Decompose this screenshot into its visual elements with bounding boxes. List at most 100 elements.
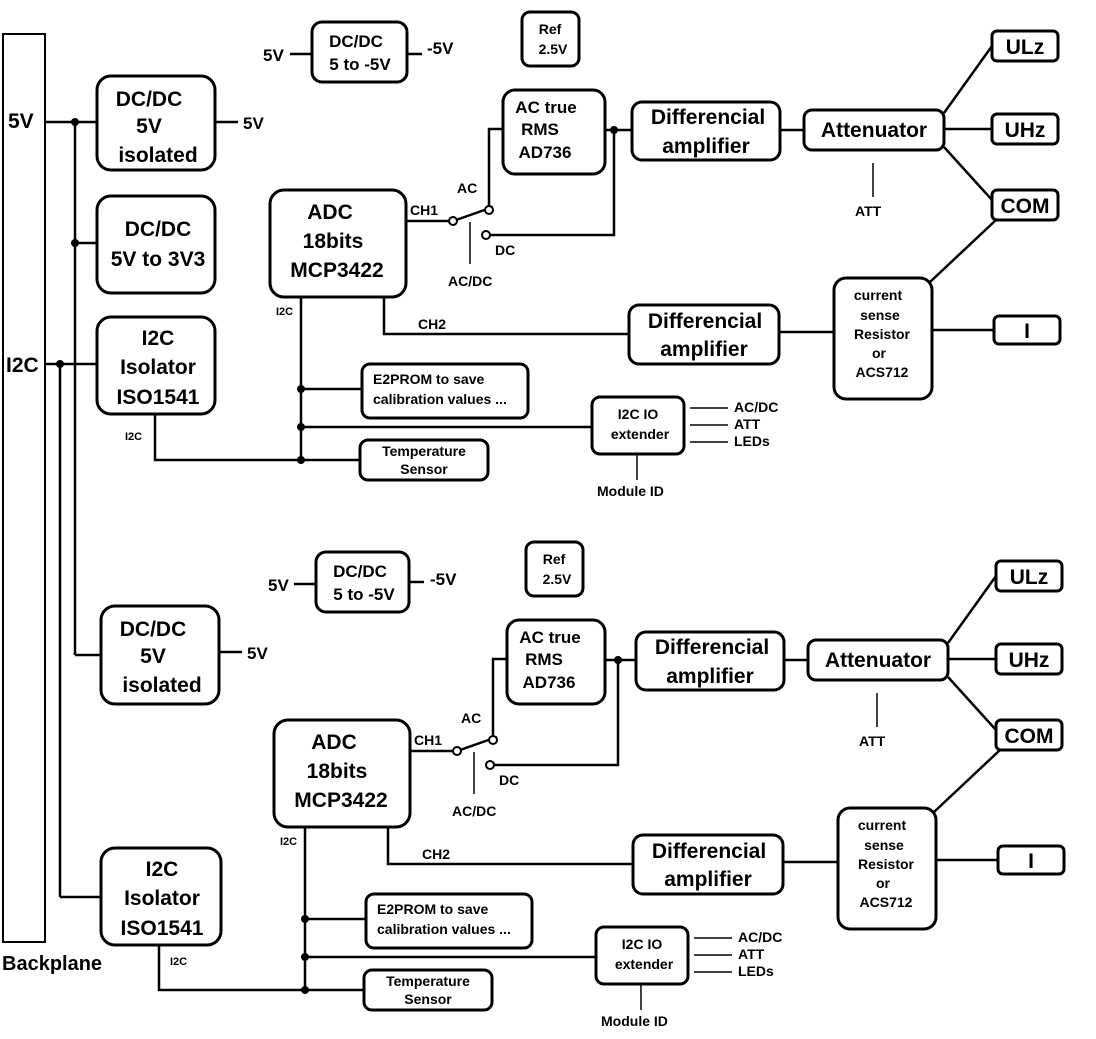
top-adc-box bbox=[268, 188, 408, 299]
top-io-out-leds: LEDs bbox=[734, 433, 770, 449]
bottom-rms-line2: RMS bbox=[525, 650, 563, 669]
bottom-sense-line3: Resistor bbox=[858, 856, 915, 872]
bottom-rms-box bbox=[505, 618, 607, 706]
top-com-label: COM bbox=[1001, 195, 1050, 218]
top-e2prom-box bbox=[360, 362, 530, 420]
top-dcdc-3v3-line1: DC/DC bbox=[125, 218, 192, 241]
top-neg-box-line1: DC/DC bbox=[329, 32, 383, 51]
backplane: 5V I2C Backplane bbox=[2, 33, 102, 975]
top-sense-line4: or bbox=[872, 345, 887, 361]
bottom-neg-box-line2: 5 to -5V bbox=[333, 585, 395, 604]
top-dcdc-3v3-line2: 5V to 3V3 bbox=[111, 248, 206, 271]
bottom-temp-line1: Temperature bbox=[386, 973, 470, 989]
bottom-io-line1: I2C IO bbox=[622, 936, 663, 952]
top-dcdc-iso-line2: 5V bbox=[136, 115, 162, 138]
top-isolator-line2: Isolator bbox=[120, 356, 196, 379]
bottom-dcdc-iso-line3: isolated bbox=[122, 674, 201, 697]
top-dcdc-3v3-box bbox=[95, 194, 217, 295]
top-temp-line2: Sensor bbox=[400, 461, 448, 477]
top-current-sense-box bbox=[832, 276, 934, 401]
top-io-out-att: ATT bbox=[734, 416, 761, 432]
bottom-temp-sensor-box bbox=[362, 968, 494, 1012]
top-io-line2: extender bbox=[611, 426, 670, 442]
top-switch-dc-label: DC bbox=[495, 242, 515, 258]
top-e2prom-line2: calibration values ... bbox=[373, 391, 507, 407]
top-dcdc-iso-output: 5V bbox=[243, 114, 264, 133]
top-io-extender-box bbox=[590, 395, 686, 456]
bottom-io-line2: extender bbox=[615, 956, 674, 972]
top-rms-box bbox=[501, 88, 607, 176]
bottom-isolator-line2: Isolator bbox=[124, 887, 200, 910]
bottom-neg-input: 5V bbox=[268, 576, 289, 595]
bottom-adc-line1: ADC bbox=[311, 731, 357, 754]
bottom-adc-i2c-label: I2C bbox=[280, 836, 297, 848]
top-dcdc-iso-line3: isolated bbox=[118, 144, 197, 167]
top-ref-line1: Ref bbox=[539, 21, 562, 37]
top-sense-line5: ACS712 bbox=[856, 364, 909, 380]
top-dcdc-iso-line1: DC/DC bbox=[116, 88, 183, 111]
top-rms-line1: AC true bbox=[515, 98, 576, 117]
top-neg-output: -5V bbox=[427, 39, 454, 58]
top-isolator-line3: ISO1541 bbox=[117, 386, 200, 409]
bottom-sense-line2: sense bbox=[864, 837, 904, 853]
bottom-isolator-line1: I2C bbox=[146, 858, 179, 881]
top-diff2-line1: Differencial bbox=[648, 310, 762, 333]
bottom-e2prom-box bbox=[364, 892, 534, 950]
bottom-switch-dc-contact bbox=[485, 760, 495, 770]
top-rms-line2: RMS bbox=[521, 120, 559, 139]
bottom-com-label: COM bbox=[1005, 725, 1054, 748]
bottom-ch2-label: CH2 bbox=[422, 846, 450, 862]
top-temp-line1: Temperature bbox=[382, 443, 466, 459]
top-diff1-line1: Differencial bbox=[651, 106, 765, 129]
top-adc-line2: 18bits bbox=[303, 230, 364, 253]
backplane-5v-label: 5V bbox=[8, 110, 34, 133]
top-sense-line2: sense bbox=[860, 307, 900, 323]
bottom-io-extender-box bbox=[594, 925, 690, 986]
backplane-i2c-label: I2C bbox=[6, 354, 39, 377]
bottom-switch-ac-contact bbox=[488, 735, 498, 745]
top-io-out-acdc: AC/DC bbox=[734, 399, 778, 415]
top-attenuator-label: Attenuator bbox=[821, 119, 927, 142]
bottom-switch-ac-label: AC bbox=[461, 710, 481, 726]
bottom-io-out-acdc: AC/DC bbox=[738, 929, 782, 945]
bottom-i-label: I bbox=[1028, 850, 1034, 873]
top-neg-box-line2: 5 to -5V bbox=[329, 55, 391, 74]
bottom-diff2-line2: amplifier bbox=[664, 868, 752, 891]
bottom-rms-line3: AD736 bbox=[523, 673, 576, 692]
top-uhz-label: UHz bbox=[1005, 119, 1046, 142]
top-i-label: I bbox=[1024, 320, 1030, 343]
top-isolator-line1: I2C bbox=[142, 327, 175, 350]
bottom-dcdc-iso-output: 5V bbox=[247, 644, 268, 663]
bottom-uhz-label: UHz bbox=[1009, 649, 1050, 672]
top-module-id-label: Module ID bbox=[597, 483, 664, 499]
bottom-diff1-line2: amplifier bbox=[666, 665, 754, 688]
bottom-diff2-line1: Differencial bbox=[652, 840, 766, 863]
top-ch2-label: CH2 bbox=[418, 316, 446, 332]
bottom-module: DC/DC 5V isolated 5V I2C Isolator ISO154… bbox=[99, 540, 1066, 1029]
top-ch1-label: CH1 bbox=[410, 202, 438, 218]
bottom-io-out-att: ATT bbox=[738, 946, 765, 962]
top-switch-acdc-label: AC/DC bbox=[448, 273, 492, 289]
bottom-dcdc-iso-line2: 5V bbox=[140, 645, 166, 668]
top-ref-line2: 2.5V bbox=[539, 41, 568, 57]
bottom-switch-dc-label: DC bbox=[499, 772, 519, 788]
top-ref-box bbox=[520, 10, 581, 68]
bottom-temp-line2: Sensor bbox=[404, 991, 452, 1007]
top-diff1-line2: amplifier bbox=[662, 135, 750, 158]
bottom-att-label: ATT bbox=[859, 733, 886, 749]
bottom-i2c-isolator-box bbox=[99, 846, 223, 947]
top-io-line1: I2C IO bbox=[618, 406, 659, 422]
bottom-sense-line4: or bbox=[876, 875, 891, 891]
top-switch-common-contact bbox=[448, 216, 458, 226]
bottom-e2prom-line1: E2PROM to save bbox=[377, 901, 488, 917]
top-isolator-i2c-label: I2C bbox=[125, 431, 142, 443]
bottom-neg-box-line1: DC/DC bbox=[333, 562, 387, 581]
top-diff2-line2: amplifier bbox=[660, 338, 748, 361]
bottom-ref-line2: 2.5V bbox=[543, 571, 572, 587]
bottom-sense-line5: ACS712 bbox=[860, 894, 913, 910]
top-dcdc-neg-box bbox=[310, 20, 409, 84]
bottom-dcdc-iso-line1: DC/DC bbox=[120, 618, 187, 641]
top-sense-line1: current bbox=[854, 287, 903, 303]
bottom-neg-output: -5V bbox=[430, 570, 457, 589]
